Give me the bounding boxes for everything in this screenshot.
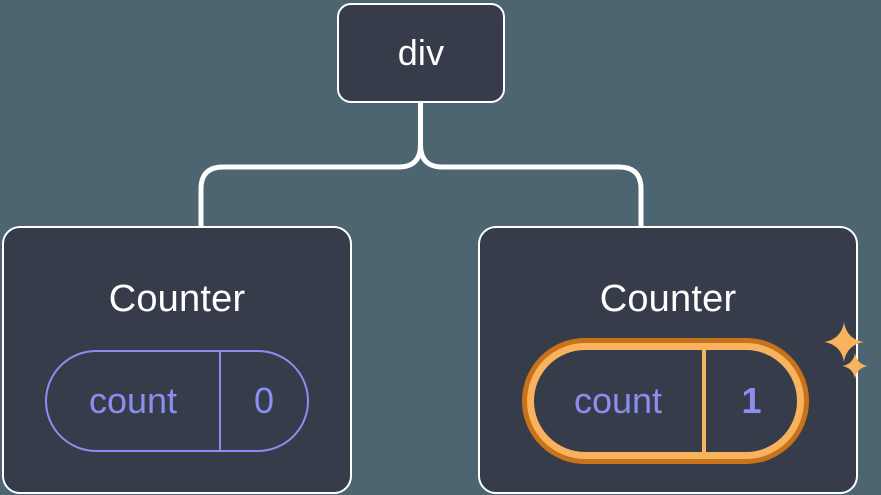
- state-key-label: count: [47, 352, 221, 450]
- state-key-label: count: [534, 350, 706, 452]
- counter-right-title: Counter: [599, 278, 737, 320]
- node-counter-left[interactable]: Counter count 0: [2, 226, 352, 494]
- state-pill-count-left[interactable]: count 0: [45, 350, 309, 452]
- node-counter-right[interactable]: Counter count 1: [478, 226, 868, 494]
- state-pill-count-right[interactable]: count 1: [522, 338, 809, 464]
- sparkle-icon: [824, 322, 864, 362]
- state-value-label: 0: [253, 380, 275, 421]
- counter-left-title: Counter: [108, 278, 246, 320]
- highlight-ring-inner: count 1: [527, 343, 804, 459]
- node-div-label: div: [397, 32, 445, 73]
- node-div[interactable]: div: [337, 3, 505, 103]
- state-value-label: 1: [741, 380, 762, 421]
- sparkle-icon: [842, 353, 868, 379]
- highlight-ring-outer: [522, 338, 809, 464]
